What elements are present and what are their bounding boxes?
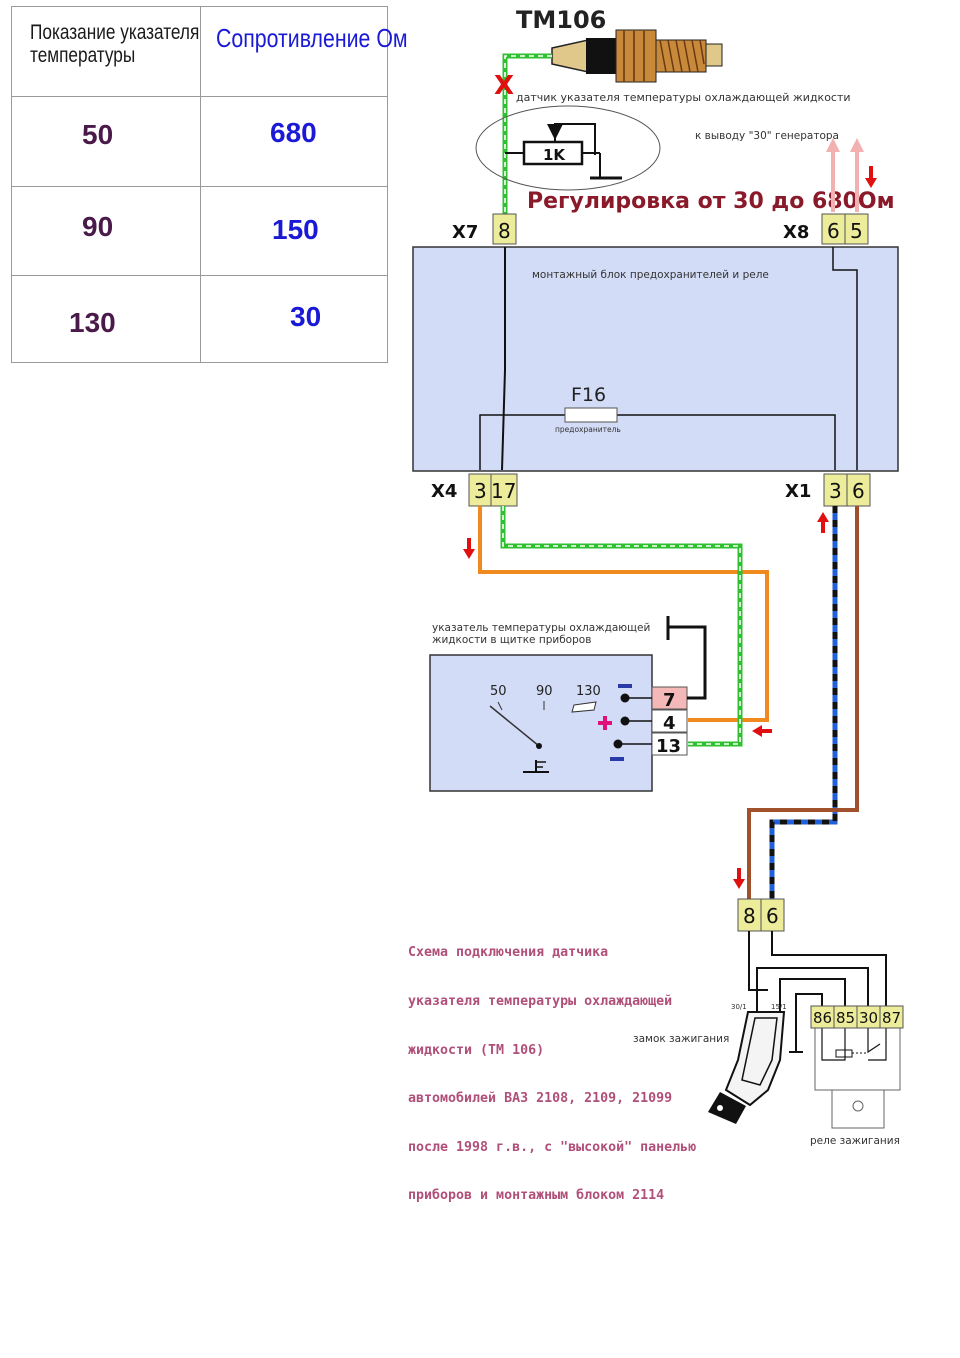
pin-label: 3 xyxy=(829,479,842,503)
ground-icon xyxy=(523,760,549,773)
current-arrow xyxy=(865,166,877,188)
gauge-scale-mark: 50 xyxy=(490,684,507,699)
caption-line: указателя температуры охлаждающей xyxy=(408,994,673,1010)
table-divider xyxy=(12,186,387,187)
generator-note: к выводу "30" генератора xyxy=(695,130,839,142)
relay-pin xyxy=(879,1005,904,1029)
lock-label: замок зажигания xyxy=(633,1033,729,1045)
sensor-name: TM106 xyxy=(516,6,606,34)
fuse-name: F16 xyxy=(571,384,606,406)
table-cell-ohm: 680 xyxy=(270,117,317,148)
block-title: монтажный блок предохранителей и реле xyxy=(532,269,769,281)
pin-label: 6 xyxy=(766,904,779,928)
temperature-gauge xyxy=(429,654,653,792)
pin-label: 86 xyxy=(813,1009,832,1027)
pin-label: 13 xyxy=(656,736,681,757)
wire-cut-mark: X xyxy=(494,71,514,101)
fuse-label: предохранитель xyxy=(555,425,621,434)
gauge-scale-mark: 90 xyxy=(536,684,553,699)
caption-line: жидкости (ТМ 106) xyxy=(408,1042,545,1058)
caption-line: приборов и монтажным блоком 2114 xyxy=(408,1188,665,1204)
table-divider xyxy=(12,96,387,97)
connector-x8-pin xyxy=(844,213,869,245)
connector-x1-label: X1 xyxy=(785,481,811,502)
connector-x7-pin xyxy=(492,213,517,245)
connector-x7-label: X7 xyxy=(452,222,478,243)
pin-label: 6 xyxy=(852,479,865,503)
gauge-scale-mark: 130 xyxy=(576,684,601,699)
pin-label: 8 xyxy=(498,219,511,243)
pin-label: 5 xyxy=(850,219,863,243)
adjust-note: Регулировка от 30 до 680Ом xyxy=(527,189,895,214)
gauge-title: жидкости в щитке приборов xyxy=(432,634,591,646)
table-divider xyxy=(200,7,201,362)
table-divider xyxy=(12,275,387,276)
adjustment-resistor xyxy=(475,105,661,191)
ignition-lock-icon xyxy=(708,1011,786,1124)
caption-line: Схема подключения датчика xyxy=(408,945,609,961)
pin-label: 87 xyxy=(882,1009,901,1027)
pin-label: 3 xyxy=(474,479,487,503)
pin-label: 7 xyxy=(663,690,676,711)
table-cell-reading: 90 xyxy=(82,211,114,242)
table-header-reading: Показание указателя температуры xyxy=(30,21,200,67)
lock-pin-label: 30/1 xyxy=(731,1003,747,1011)
fuse-relay-block xyxy=(412,246,899,472)
minus-sign xyxy=(618,684,632,688)
resistance-table: Показание указателя температуры Сопротив… xyxy=(11,6,408,363)
resistor-value: 1K xyxy=(543,146,566,164)
connector-x8-label: X8 xyxy=(783,222,809,243)
pin-label: 17 xyxy=(491,479,516,503)
pin-label: 4 xyxy=(663,713,676,734)
temperature-sensor xyxy=(551,29,723,83)
minus-sign xyxy=(610,757,624,761)
pin-label: 30 xyxy=(859,1009,878,1027)
ignition-relay xyxy=(814,1027,901,1129)
gauge-needle xyxy=(489,705,540,747)
table-cell-reading: 130 xyxy=(69,307,116,338)
fuse-f16 xyxy=(564,407,618,423)
table-cell-reading: 50 xyxy=(82,119,114,150)
caption-line: после 1998 г.в., с "высокой" панелью xyxy=(408,1139,697,1155)
gauge-title: указатель температуры охлаждающей xyxy=(432,622,650,634)
pin-label: 85 xyxy=(836,1009,855,1027)
pin-label: 6 xyxy=(827,219,840,243)
caption-line: автомобилей ВАЗ 2108, 2109, 21099 xyxy=(408,1091,673,1107)
lock-pin-label: 15/1 xyxy=(771,1003,787,1011)
diagram-caption: Схема подключения датчика указателя темп… xyxy=(408,913,696,1221)
table-cell-ohm: 150 xyxy=(272,214,319,245)
connector-x4-label: X4 xyxy=(431,481,457,502)
relay-label: реле зажигания xyxy=(810,1135,900,1147)
pin-label: 8 xyxy=(743,904,756,928)
table-header-resistance: Сопротивление Ом xyxy=(216,23,408,53)
sensor-label: датчик указателя температуры охлаждающей… xyxy=(516,91,851,104)
table-cell-ohm: 30 xyxy=(290,301,322,332)
